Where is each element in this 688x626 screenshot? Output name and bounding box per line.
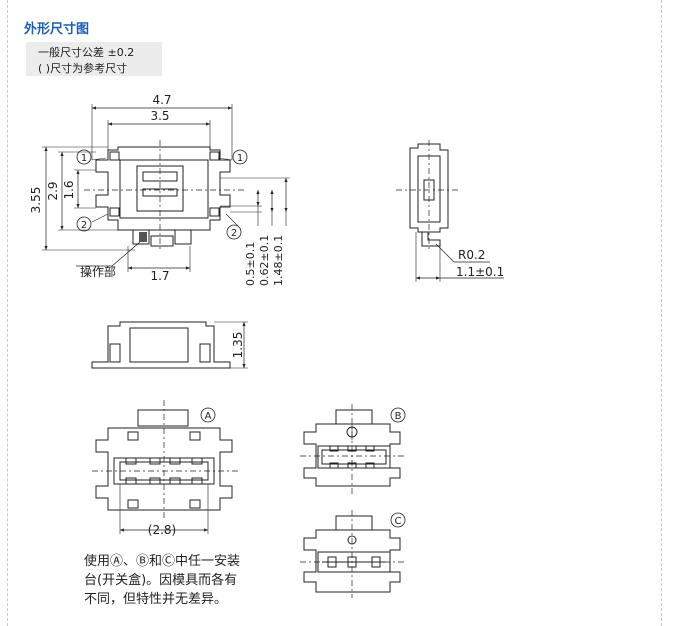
circle-label-a: A [200,407,216,423]
side-view [396,140,504,282]
svg-text:B: B [395,411,402,422]
bottom-view-b [300,404,404,494]
dim-0-5: 0.5±0.1 [244,242,257,286]
section-title: 外形尺寸图 [24,22,90,37]
note-line-1: 使用Ⓐ、Ⓑ和Ⓒ中任一安装 [84,554,241,569]
svg-text:C: C [395,516,402,527]
dim-3-5: 3.5 [150,109,169,123]
dim-2-8: (2.8) [148,523,176,537]
reference-note: ( )尺寸为参考尺寸 [38,62,128,75]
circle-label-1-right: 1 [232,149,248,165]
dim-1-7: 1.7 [150,269,169,283]
svg-text:1: 1 [81,153,87,164]
top-view [42,104,290,272]
tolerance-note: 一般尺寸公差 ±0.2 [38,46,135,59]
dim-0-62: 0.62±0.1 [258,235,271,286]
dim-1-35: 1.35 [231,332,245,359]
dim-1-6: 1.6 [62,180,76,199]
dim-4-7: 4.7 [152,93,171,107]
circle-label-b: B [390,407,406,423]
dim-2-9: 2.9 [46,181,60,200]
tolerance-box [26,42,162,76]
note-line-3: 不同，但特性并无差异。 [84,592,228,607]
operation-part-fill [139,232,147,242]
svg-text:1: 1 [237,153,243,164]
operation-part-label: 操作部 [80,264,116,279]
frame-border-right [661,0,662,626]
dim-1-1: 1.1±0.1 [456,265,504,279]
svg-text:2: 2 [231,228,237,239]
bottom-view-a [92,400,238,534]
circle-label-2-left: 2 [76,216,92,232]
frame-border-left [7,0,8,626]
svg-text:2: 2 [81,220,87,231]
front-view [91,321,248,369]
svg-text:A: A [205,411,212,422]
bottom-view-c [300,510,404,598]
circle-label-1-left: 1 [76,149,92,165]
dim-1-48: 1.48±0.1 [272,235,285,286]
circle-label-c: C [390,512,406,528]
note-line-2: 台(开关盒)。因模具而各有 [84,573,238,588]
circle-label-2-right: 2 [226,224,242,240]
dim-3-55: 3.55 [29,187,43,214]
dim-r0-2: R0.2 [458,248,485,262]
